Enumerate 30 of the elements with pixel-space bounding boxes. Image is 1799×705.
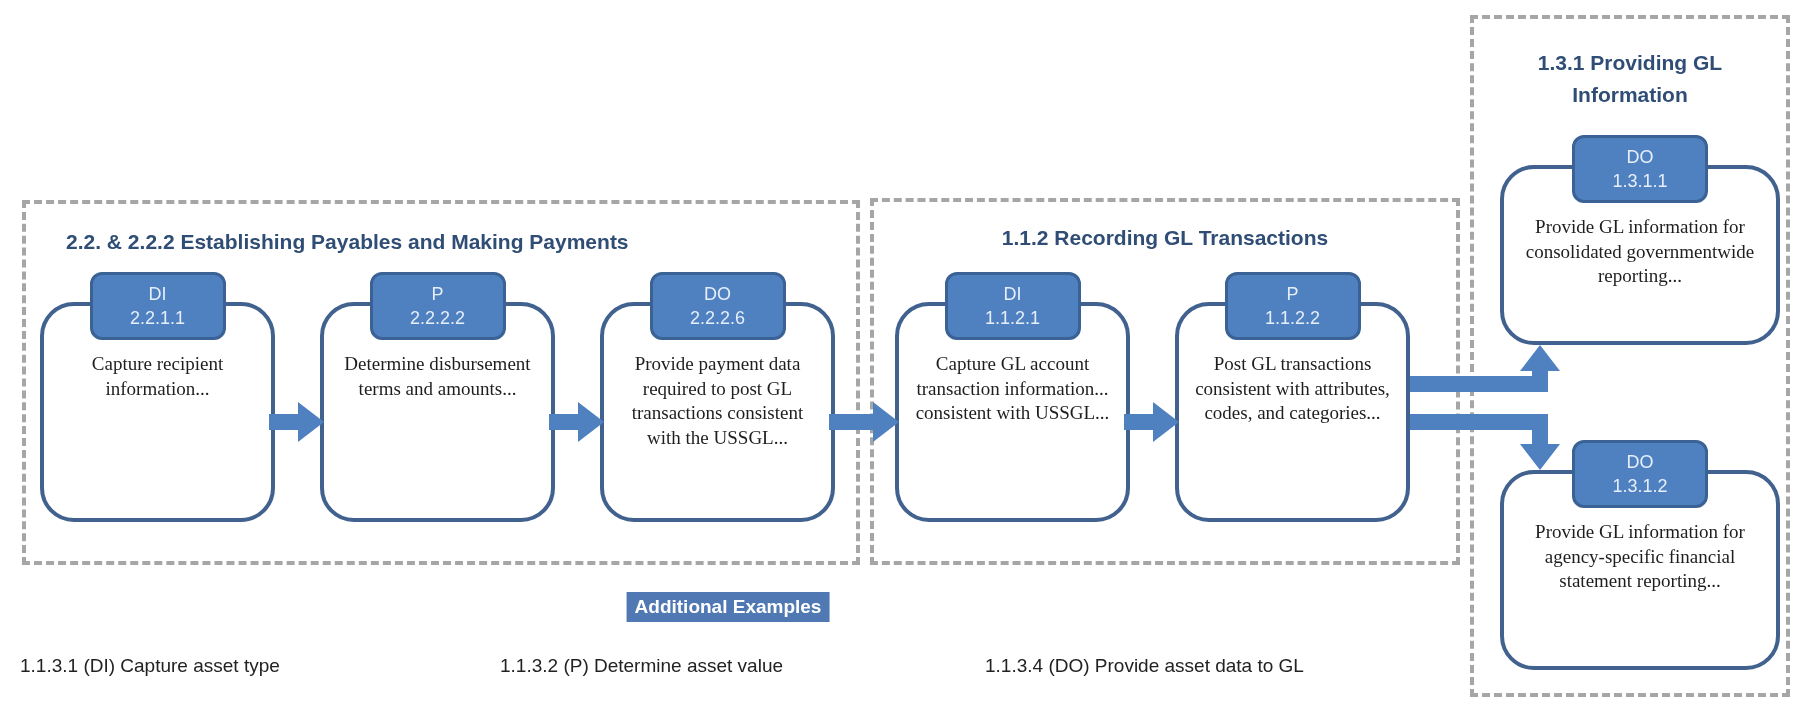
dashed-group-frame	[1470, 15, 1790, 697]
example-text: 1.1.3.4 (DO) Provide asset data to GL	[985, 655, 1304, 677]
step-description: Post GL transactions consistent with attributes, codes, and categories...	[1194, 352, 1391, 426]
group-title: 1.1.2 Recording GL Transactions	[1001, 226, 1329, 249]
group-title: 1.3.1 Providing GL Information	[1537, 51, 1723, 106]
step-description: Provide payment data required to post GL transactions consistent with the USSGL...	[630, 352, 805, 451]
step-description: Capture GL account transaction information... consistent with USSGL...	[914, 352, 1111, 426]
block-arrow	[829, 402, 899, 442]
step-description: Capture recipient information...	[90, 352, 225, 401]
step-tab: DI 1.1.2.1	[944, 272, 1081, 340]
block-arrow	[549, 402, 604, 442]
step-tab: DO 1.3.1.2	[1572, 440, 1708, 508]
dashed-group-frame	[22, 200, 860, 565]
block-arrow	[1124, 402, 1179, 442]
dashed-group-frame	[870, 198, 1460, 565]
step-description: Determine disbursement terms and amounts...	[343, 352, 532, 401]
section-heading: Additional Examples	[626, 592, 830, 622]
step-tab: P 2.2.2.2	[369, 272, 506, 340]
step-description: Provide GL information for agency-specific financial statement reporting...	[1534, 520, 1746, 594]
example-text: 1.1.3.2 (P) Determine asset value	[500, 655, 784, 677]
block-arrow	[1410, 345, 1560, 392]
step-tab: DO 1.3.1.1	[1572, 135, 1708, 203]
step-description: Provide GL information for consolidated governmentwide reporting...	[1524, 215, 1756, 289]
step-tab: P 1.1.2.2	[1224, 272, 1361, 340]
example-text: 1.1.3.1 (DI) Capture asset type	[20, 655, 280, 677]
step-tab: DO 2.2.2.6	[649, 272, 786, 340]
block-arrow	[1410, 414, 1560, 470]
group-title: 2.2. & 2.2.2 Establishing Payables and Making Payments	[66, 230, 629, 253]
step-tab: DI 2.2.1.1	[89, 272, 226, 340]
block-arrow	[269, 402, 324, 442]
